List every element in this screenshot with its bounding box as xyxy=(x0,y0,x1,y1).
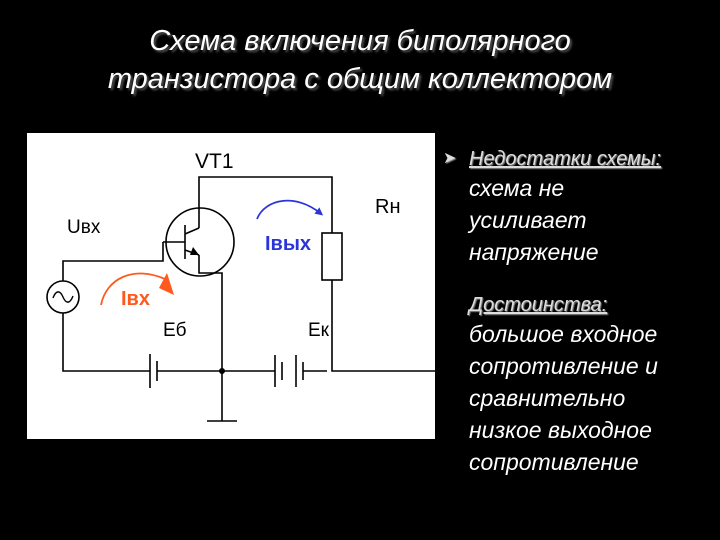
disadvantage-line: усиливает xyxy=(469,207,587,233)
slide-title: Схема включения биполярного транзистора … xyxy=(0,22,720,98)
advantage-line: сопротивление xyxy=(469,449,639,475)
input-voltage-label: Uвх xyxy=(67,217,101,238)
advantages-heading: Достоинства: xyxy=(469,294,608,316)
diagram-background xyxy=(27,133,435,439)
circuit-wires xyxy=(62,176,435,422)
advantage-line: сопротивление и xyxy=(469,353,658,379)
title-line-1: Схема включения биполярного xyxy=(149,25,571,57)
transistor-body xyxy=(165,207,235,277)
disadvantages-text: схема не усиливает напряжение xyxy=(445,172,715,268)
output-current-label: Iвых xyxy=(265,233,311,255)
emitter-arrow-icon xyxy=(190,247,199,255)
disadvantage-line: напряжение xyxy=(469,239,599,265)
base-battery-icon xyxy=(149,354,158,388)
collector-battery-label: Ек xyxy=(308,320,330,341)
load-resistor xyxy=(321,232,343,281)
output-current-arrow-icon xyxy=(256,199,324,220)
advantage-line: низкое выходное xyxy=(469,417,652,443)
advantage-line: большое входное xyxy=(469,321,658,347)
disadvantages-heading: ➤ Недостатки схемы: xyxy=(443,148,662,170)
advantage-line: сравнительно xyxy=(469,385,626,411)
input-current-arrow-icon xyxy=(100,272,166,306)
notes-list: ➤ Недостатки схемы: схема не усиливает н… xyxy=(443,146,715,478)
disadvantage-line: схема не xyxy=(469,175,565,201)
input-current-label: Iвх xyxy=(121,288,150,310)
disadvantages-block: ➤ Недостатки схемы: схема не усиливает н… xyxy=(443,146,715,268)
load-label: Rн xyxy=(375,196,401,218)
arrow-bullet-icon: ➤ xyxy=(443,150,457,167)
base-battery-label: Еб xyxy=(163,320,187,341)
advantages-text: большое входное сопротивление и сравните… xyxy=(445,318,715,478)
advantages-block: Достоинства: большое входное сопротивлен… xyxy=(445,292,715,478)
input-current-arrowhead-icon xyxy=(159,273,174,295)
title-line-2: транзистора с общим коллектором xyxy=(107,63,613,95)
junction-dot xyxy=(219,368,225,374)
sine-wave-icon xyxy=(52,291,74,303)
transistor-label: VT1 xyxy=(195,150,234,173)
collector-battery-icon xyxy=(274,355,304,387)
common-collector-circuit: VT1 Rн Uвх Еб Ек Iвых Iвх xyxy=(27,133,435,439)
